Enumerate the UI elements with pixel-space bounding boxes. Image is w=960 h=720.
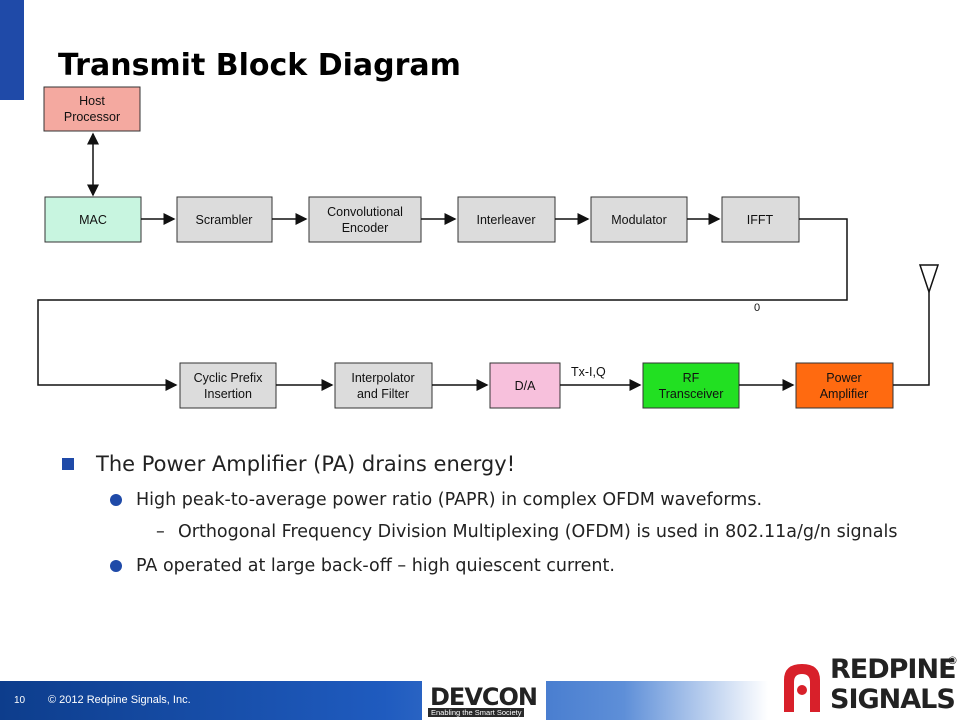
block-cp-line1: Cyclic Prefix	[194, 371, 264, 385]
bullet-main-text: The Power Amplifier (PA) drains energy!	[96, 452, 516, 476]
signals-word: SIGNALS	[830, 684, 956, 715]
bullet-ofdm-text: Orthogonal Frequency Division Multiplexi…	[178, 522, 898, 542]
block-mac-label: MAC	[79, 213, 107, 227]
block-ifft-label: IFFT	[747, 213, 774, 227]
block-modulator-label: Modulator	[611, 213, 667, 227]
redpine-mark-icon	[784, 664, 820, 712]
block-pa-line2: Amplifier	[820, 387, 869, 401]
block-host-processor: Host Processor	[43, 86, 141, 132]
block-interp-line1: Interpolator	[351, 371, 414, 385]
block-scrambler-label: Scrambler	[196, 213, 253, 227]
block-cyclic-prefix-insertion: Cyclic Prefix Insertion	[179, 362, 277, 409]
block-ifft: IFFT	[721, 196, 800, 243]
block-rf-line1: RF	[683, 371, 700, 385]
block-rf-transceiver: RF Transceiver	[642, 362, 740, 409]
block-host-line1: Host	[79, 94, 105, 108]
accent-bar	[0, 0, 24, 100]
block-da-label: D/A	[515, 379, 537, 393]
bullet-papr-text: High peak-to-average power ratio (PAPR) …	[136, 490, 763, 510]
redpine-logo: REDPINE SIGNALS ®	[774, 652, 960, 720]
block-cp-line2: Insertion	[204, 387, 252, 401]
block-scrambler: Scrambler	[176, 196, 273, 243]
devcon-tagline: Enabling the Smart Society	[428, 708, 525, 717]
devcon-logo: DEVCON Enabling the Smart Society	[422, 681, 546, 720]
block-power-amplifier: Power Amplifier	[795, 362, 894, 409]
transmit-block-diagram: Host Processor MAC Scrambler Convolution…	[37, 86, 940, 409]
tx-iq-label: Tx-I,Q	[571, 365, 606, 379]
round-bullet-icon	[110, 560, 122, 572]
block-host-line2: Processor	[64, 110, 120, 124]
block-convolutional-encoder: Convolutional Encoder	[308, 196, 422, 243]
bullet-backoff-text: PA operated at large back-off – high qui…	[136, 556, 615, 576]
block-interp-line2: and Filter	[357, 387, 409, 401]
small-mark-label: 0	[754, 302, 760, 314]
block-encoder-line1: Convolutional	[327, 205, 403, 219]
block-pa-line1: Power	[826, 371, 861, 385]
antenna-icon	[918, 264, 940, 295]
dash-bullet: –	[156, 522, 165, 542]
bullet-main: The Power Amplifier (PA) drains energy!	[62, 450, 922, 478]
block-mac: MAC	[44, 196, 142, 243]
block-rf-line2: Transceiver	[659, 387, 724, 401]
block-interleaver: Interleaver	[457, 196, 556, 243]
page-number: 10	[14, 695, 26, 706]
square-bullet-icon	[62, 458, 74, 470]
bullet-backoff: PA operated at large back-off – high qui…	[62, 554, 922, 578]
wrap-connector	[37, 218, 848, 391]
round-bullet-icon	[110, 494, 122, 506]
bullet-papr: High peak-to-average power ratio (PAPR) …	[62, 488, 922, 512]
registered-mark: ®	[947, 654, 958, 667]
block-interleaver-label: Interleaver	[476, 213, 535, 227]
block-modulator: Modulator	[590, 196, 688, 243]
redpine-word: REDPINE	[830, 654, 957, 685]
pa-antenna-connector	[893, 292, 930, 386]
block-encoder-line2: Encoder	[342, 221, 389, 235]
bullet-ofdm: – Orthogonal Frequency Division Multiple…	[62, 520, 922, 544]
devcon-name: DEVCON	[430, 683, 538, 711]
block-interpolator-filter: Interpolator and Filter	[334, 362, 433, 409]
copyright-text: © 2012 Redpine Signals, Inc.	[48, 694, 191, 706]
block-da: D/A	[489, 362, 561, 409]
slide-title: Transmit Block Diagram	[58, 48, 461, 83]
bullet-list: The Power Amplifier (PA) drains energy! …	[62, 450, 922, 578]
